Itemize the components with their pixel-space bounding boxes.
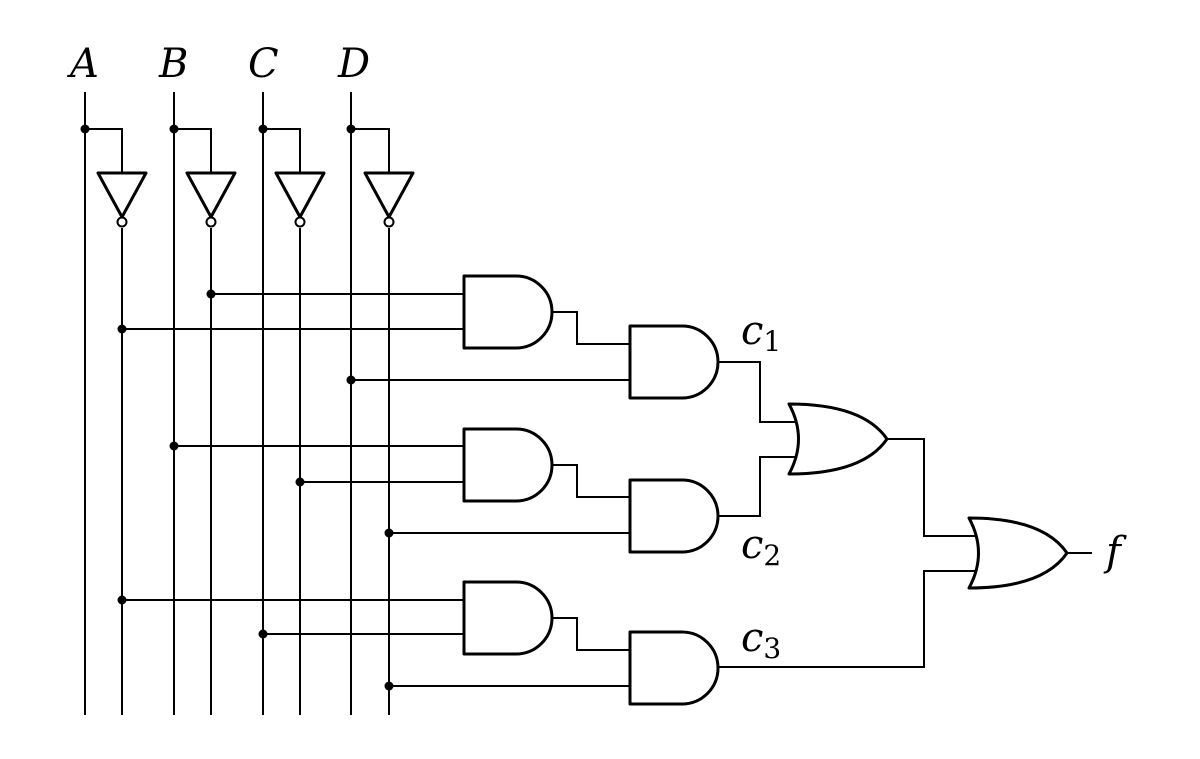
junction-dot	[384, 528, 394, 538]
and-gate-1a	[462, 274, 554, 350]
or-gate-c1-c2-group	[718, 361, 975, 537]
output-label-c3: c3	[741, 615, 782, 665]
output-label-f: f	[1106, 529, 1121, 575]
not-gate-d	[363, 171, 415, 219]
junction-dot	[384, 681, 394, 691]
not-gate-b	[185, 171, 237, 219]
inverter-d	[346, 124, 415, 228]
inversion-bubble	[205, 216, 217, 228]
or-gate-final-group	[718, 516, 1092, 668]
junction-dot	[346, 124, 356, 134]
input-label-b: B	[159, 41, 189, 87]
junction-dot	[117, 324, 127, 334]
and-gate-1b	[628, 324, 720, 400]
input-label-d: D	[338, 41, 371, 87]
junction-dot	[169, 124, 179, 134]
not-gate-a	[96, 171, 148, 219]
and-gate-2b	[628, 478, 720, 554]
output-label-c1: c1	[741, 308, 782, 358]
junction-dot	[258, 629, 268, 639]
product-term-c1	[117, 274, 720, 400]
input-label-c: C	[248, 41, 279, 87]
junction-dot	[258, 124, 268, 134]
or-gate-final	[967, 516, 1069, 590]
junction-dot	[295, 477, 305, 487]
inverters	[80, 124, 415, 228]
and-gate-2a	[462, 427, 554, 503]
inverter-b	[169, 124, 237, 228]
product-term-c3	[117, 580, 720, 706]
output-label-c2: c2	[741, 522, 782, 572]
junction-dot	[346, 375, 356, 385]
inversion-bubble	[294, 216, 306, 228]
and-gate-3b	[628, 630, 720, 706]
junction-dot	[169, 441, 179, 451]
junction-dot	[80, 124, 90, 134]
junction-dot	[206, 289, 216, 299]
input-label-a: A	[70, 41, 99, 87]
inverter-a	[80, 124, 148, 228]
inversion-bubble	[383, 216, 395, 228]
or-gate-1	[787, 402, 889, 476]
junction-dot	[117, 595, 127, 605]
input-rails	[84, 92, 390, 715]
product-term-c2	[169, 427, 720, 554]
inversion-bubble	[116, 216, 128, 228]
inverter-c	[258, 124, 326, 228]
and-gate-3a	[462, 580, 554, 656]
not-gate-c	[274, 171, 326, 219]
